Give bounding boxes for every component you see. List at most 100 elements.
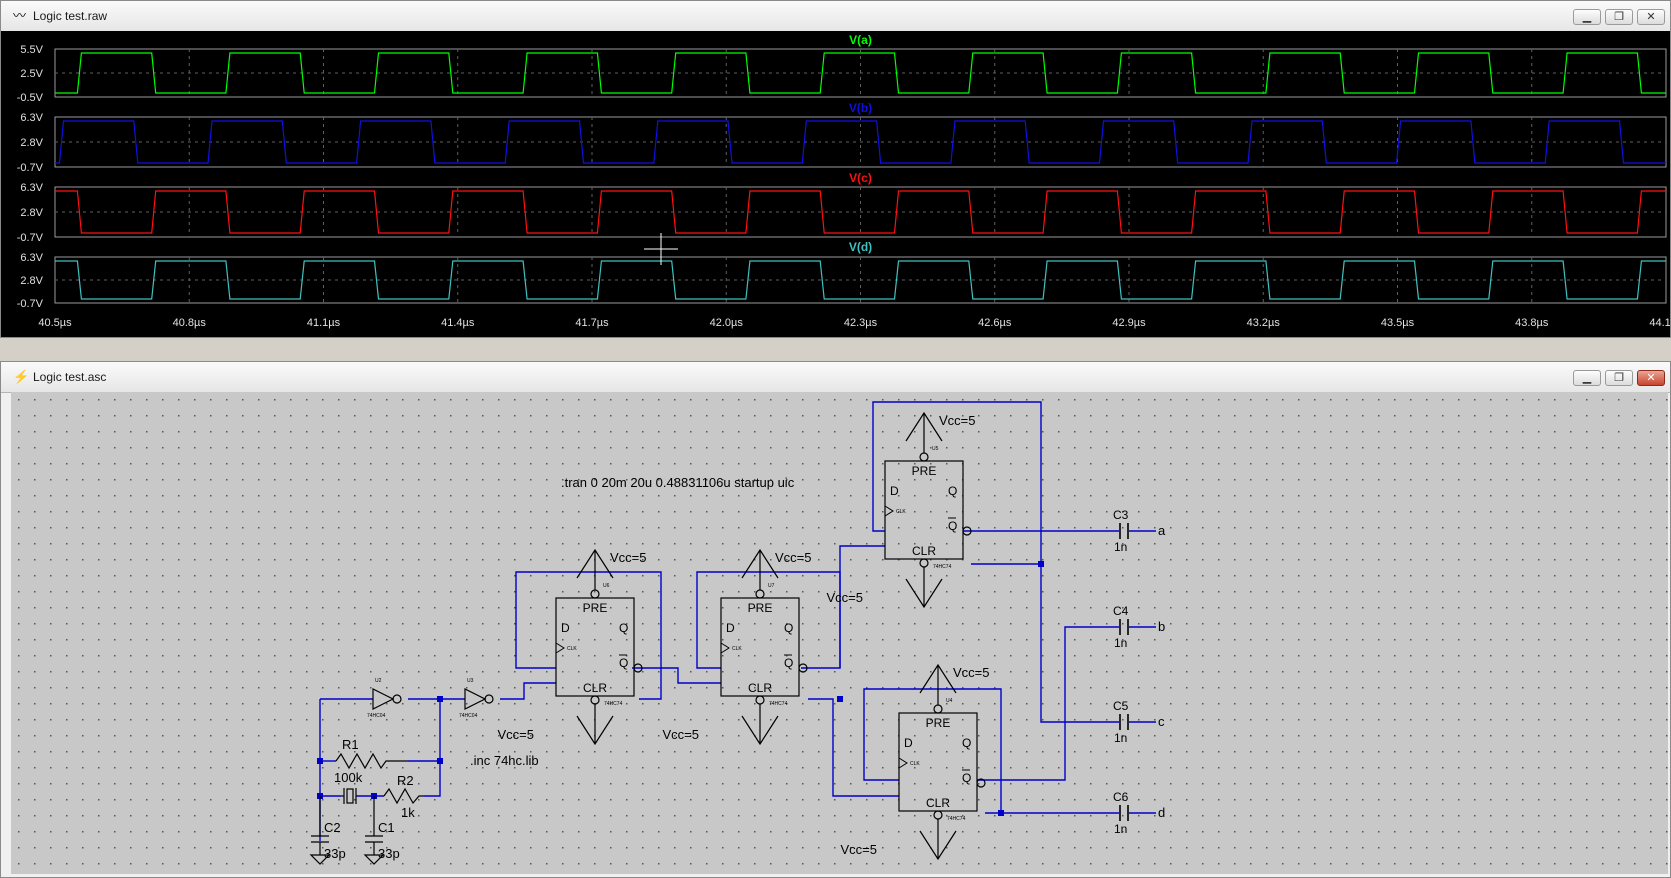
- ff-label: U4: [946, 698, 953, 704]
- pin-clk: CLK: [567, 646, 577, 652]
- cap-name: C4: [1113, 604, 1129, 618]
- waveform-icon: 〰: [13, 8, 27, 23]
- minimize-button[interactable]: ▁: [1573, 9, 1601, 25]
- trace-title[interactable]: V(a): [849, 33, 872, 47]
- restore-button[interactable]: ❐: [1605, 9, 1633, 25]
- capacitor-c2[interactable]: C2 33p: [309, 796, 346, 865]
- crystal[interactable]: [341, 788, 357, 804]
- close-button[interactable]: ✕: [1637, 9, 1665, 25]
- minimize-button[interactable]: ▁: [1573, 370, 1601, 386]
- pin-qbar: Q: [948, 519, 957, 533]
- x-tick-label: 40.8µs: [173, 317, 207, 329]
- net-label-b[interactable]: b: [1158, 619, 1165, 634]
- ff-label: U7: [768, 583, 775, 589]
- u3-part: 74HC04: [459, 713, 478, 719]
- pin-d: D: [890, 484, 899, 498]
- vcc-label: Vcc=5: [827, 590, 864, 605]
- cap-name: C3: [1113, 508, 1129, 522]
- x-tick-label: 43.8µs: [1515, 317, 1549, 329]
- y-tick-label: 2.8V: [20, 137, 43, 149]
- cap-value: 1n: [1114, 540, 1127, 554]
- pin-clk: CLK: [896, 509, 906, 515]
- close-button[interactable]: ✕: [1637, 370, 1665, 386]
- u3-label: U3: [467, 678, 474, 684]
- x-tick-label: 42.3µs: [844, 317, 878, 329]
- x-tick-label: 42.0µs: [710, 317, 744, 329]
- vcc-label: Vcc=5: [953, 665, 990, 680]
- y-tick-label: 6.3V: [20, 112, 43, 124]
- inverter-u3[interactable]: U3 74HC04: [459, 678, 494, 719]
- waveform-titlebar[interactable]: 〰 Logic test.raw ▁ ❐ ✕: [1, 1, 1670, 32]
- x-tick-label: 43.2µs: [1247, 317, 1281, 329]
- ff-part: 74HC74: [933, 564, 952, 570]
- trace-line[interactable]: [55, 260, 1666, 300]
- x-tick-label: 42.6µs: [978, 317, 1012, 329]
- c2-value: 33p: [324, 846, 346, 861]
- pin-clr: CLR: [926, 796, 950, 810]
- schematic-titlebar[interactable]: ⚡ Logic test.asc ▁ ❐ ✕: [1, 362, 1670, 393]
- pin-qbar: Q: [619, 656, 628, 670]
- tran-directive[interactable]: .tran 0 20m 20u 0.48831106u startup uic: [561, 475, 795, 490]
- resistor-r2[interactable]: R2 1k: [383, 773, 424, 820]
- r1-name: R1: [342, 737, 359, 752]
- waveform-plot[interactable]: 5.5V2.5V-0.5VV(a)6.3V2.8V-0.7VV(b)6.3V2.…: [1, 31, 1670, 337]
- schematic-canvas[interactable]: .tran 0 20m 20u 0.48831106u startup uic …: [11, 392, 1668, 874]
- capacitor-c4[interactable]: C4 1n b: [1113, 604, 1165, 650]
- pin-clk: CLK: [910, 761, 920, 767]
- c1-value: 33p: [378, 846, 400, 861]
- x-tick-label: 41.1µs: [307, 317, 341, 329]
- vcc-label: Vcc=5: [663, 727, 700, 742]
- net-label-d[interactable]: d: [1158, 805, 1165, 820]
- ff-part: 74HC74: [947, 816, 966, 822]
- x-tick-label: 41.7µs: [575, 317, 609, 329]
- trace-line[interactable]: [55, 120, 1666, 164]
- x-tick-label: 44.1µs: [1649, 317, 1670, 329]
- pin-qbar: Q: [784, 656, 793, 670]
- pin-clr: CLR: [748, 681, 772, 695]
- resistor-r1[interactable]: R1 100k: [334, 737, 408, 785]
- y-tick-label: -0.5V: [17, 92, 44, 104]
- waveform-title: Logic test.raw: [33, 9, 108, 23]
- ff-part: 74HC74: [604, 701, 623, 707]
- pin-q: Q: [962, 736, 971, 750]
- trace-line[interactable]: [55, 52, 1666, 94]
- x-tick-label: 43.5µs: [1381, 317, 1415, 329]
- pin-d: D: [726, 621, 735, 635]
- pin-pre: PRE: [748, 601, 773, 615]
- inverter-u2[interactable]: U2 74HC04: [367, 678, 402, 719]
- x-tick-label: 41.4µs: [441, 317, 475, 329]
- vcc-label: Vcc=5: [610, 550, 647, 565]
- pin-pre: PRE: [912, 464, 937, 478]
- trace-title[interactable]: V(c): [849, 171, 872, 185]
- trace-title[interactable]: V(b): [849, 101, 872, 115]
- trace-line[interactable]: [55, 190, 1666, 234]
- vcc-label: Vcc=5: [841, 842, 878, 857]
- capacitor-c3[interactable]: C3 1n a: [1113, 508, 1166, 554]
- net-label-c[interactable]: c: [1158, 714, 1165, 729]
- wire-net: [319, 401, 1156, 841]
- inc-directive[interactable]: .inc 74hc.lib: [470, 753, 539, 768]
- r2-value: 1k: [401, 805, 415, 820]
- cap-value: 1n: [1114, 822, 1127, 836]
- capacitor-c1[interactable]: C1 33p: [363, 796, 400, 865]
- y-tick-label: 6.3V: [20, 252, 43, 264]
- pin-pre: PRE: [926, 716, 951, 730]
- x-tick-label: 42.9µs: [1112, 317, 1146, 329]
- pin-pre: PRE: [583, 601, 608, 615]
- cap-value: 1n: [1114, 636, 1127, 650]
- cap-value: 1n: [1114, 731, 1127, 745]
- schematic-title: Logic test.asc: [33, 370, 107, 384]
- pin-clk: CLK: [732, 646, 742, 652]
- net-label-a[interactable]: a: [1158, 523, 1166, 538]
- trace-title[interactable]: V(d): [849, 240, 872, 254]
- ff-part: 74HC74: [769, 701, 788, 707]
- restore-button[interactable]: ❐: [1605, 370, 1633, 386]
- c1-name: C1: [378, 820, 395, 835]
